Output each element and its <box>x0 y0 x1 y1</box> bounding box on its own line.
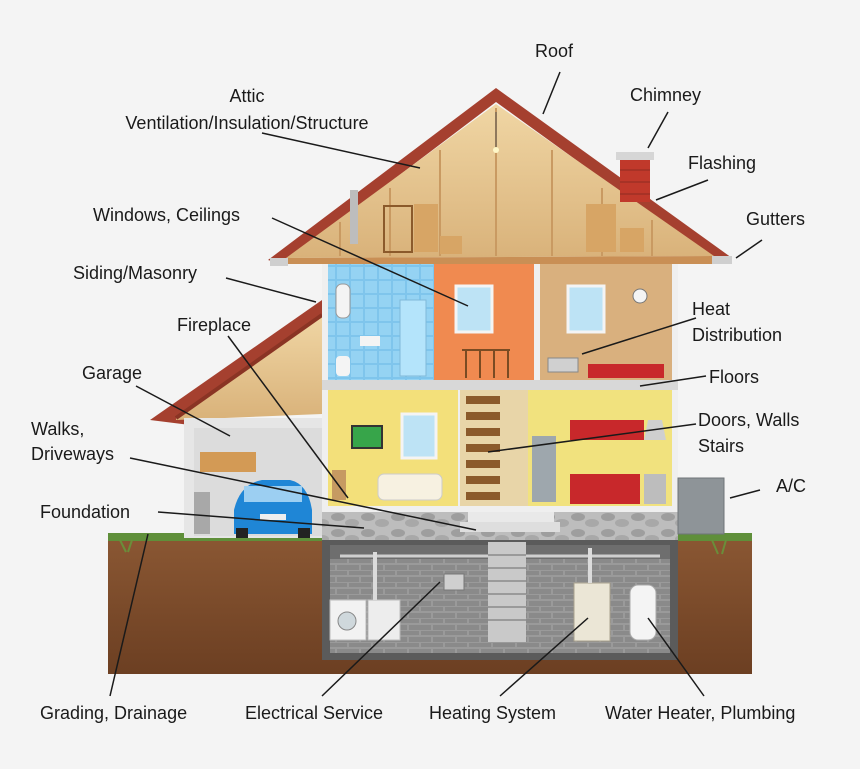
ground-floor <box>328 390 672 506</box>
label-floors: Floors <box>709 365 759 389</box>
chimney <box>616 152 654 202</box>
leader-gutters <box>736 240 762 258</box>
leader-attic <box>262 133 420 168</box>
leader-roof <box>543 72 560 114</box>
floor-slab <box>322 380 678 390</box>
label-heat: Heat <box>692 297 730 321</box>
front-steps <box>460 512 560 532</box>
leader-flashing <box>656 180 708 200</box>
label-siding-masonry: Siding/Masonry <box>73 261 197 285</box>
label-driveways: Driveways <box>31 442 114 466</box>
leader-ac <box>730 490 760 498</box>
label-fireplace: Fireplace <box>177 313 251 337</box>
label-walks: Walks, <box>31 417 84 441</box>
gutter-left <box>270 258 288 266</box>
label-garage: Garage <box>82 361 142 385</box>
label-roof: Roof <box>535 39 573 63</box>
label-stairs: Stairs <box>698 434 744 458</box>
label-electrical-service: Electrical Service <box>245 701 383 725</box>
label-grading-drainage: Grading, Drainage <box>40 701 187 725</box>
leader-siding <box>226 278 316 302</box>
ac-unit <box>678 478 724 534</box>
upper-floor <box>328 264 672 380</box>
car <box>234 480 312 538</box>
label-distribution: Distribution <box>692 323 782 347</box>
label-flashing: Flashing <box>688 151 756 175</box>
label-chimney: Chimney <box>630 83 701 107</box>
label-gutters: Gutters <box>746 207 805 231</box>
leader-chimney <box>648 112 668 148</box>
basement <box>322 538 678 660</box>
label-foundation: Foundation <box>40 500 130 524</box>
label-heating-system: Heating System <box>429 701 556 725</box>
label-water-heater-plumbing: Water Heater, Plumbing <box>605 701 795 725</box>
label-doors-walls: Doors, Walls <box>698 408 799 432</box>
label-attic-detail: Ventilation/Insulation/Structure <box>96 111 398 135</box>
label-ac: A/C <box>776 474 806 498</box>
label-windows-ceilings: Windows, Ceilings <box>93 203 240 227</box>
gutter-right <box>712 256 732 264</box>
label-attic-title: Attic <box>96 84 398 108</box>
